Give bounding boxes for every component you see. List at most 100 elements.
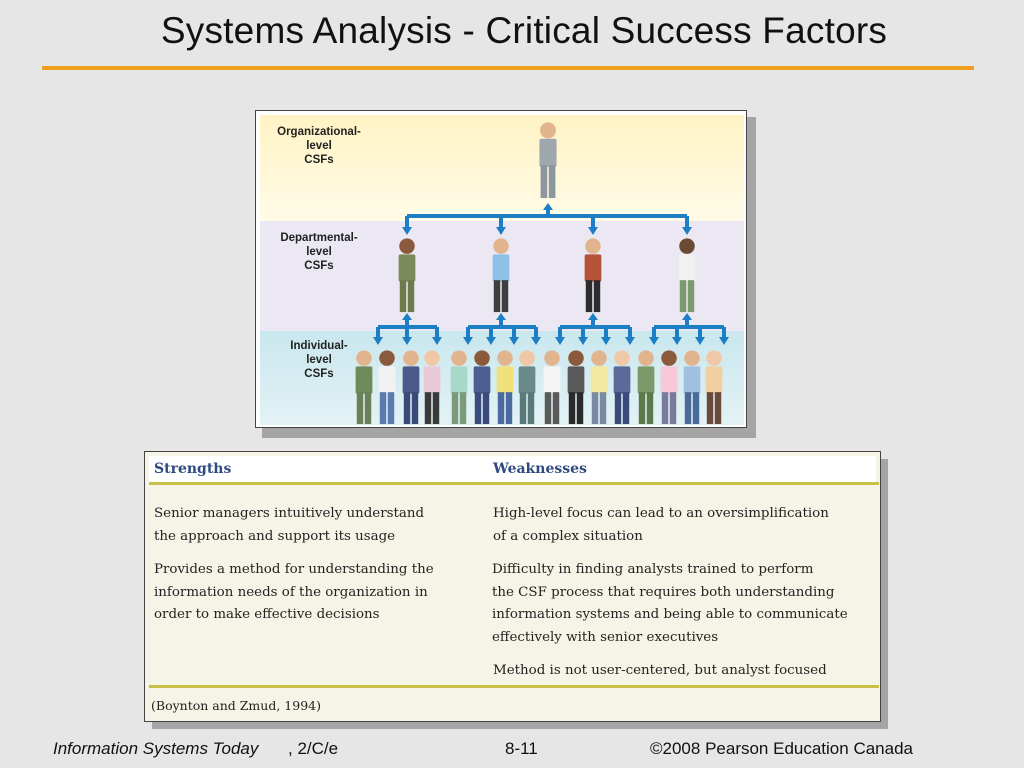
person-leg-right <box>482 392 490 425</box>
person-head <box>591 350 607 366</box>
weaknesses-header: Weaknesses <box>493 461 587 477</box>
person-head <box>638 350 654 366</box>
individual-figure <box>423 350 441 425</box>
individual-figure <box>613 350 631 425</box>
person-torso <box>567 366 585 394</box>
person-torso <box>584 254 602 282</box>
person-torso <box>518 366 536 394</box>
person-head <box>399 238 415 254</box>
person-head <box>379 350 395 366</box>
department-head-figure <box>584 238 602 313</box>
person-leg-right <box>364 392 372 425</box>
tree-connectors <box>373 203 729 345</box>
person-torso <box>423 366 441 394</box>
weakness-item-2: Difficulty in finding analysts trained t… <box>492 562 848 645</box>
person-torso <box>473 366 491 394</box>
arrow-down-icon <box>432 337 442 345</box>
arrow-up-icon <box>496 313 506 320</box>
arrow-up-icon <box>543 203 553 210</box>
executive-figure <box>539 122 557 199</box>
arrow-up-icon <box>682 313 692 320</box>
individual-figure <box>378 350 396 425</box>
people-figures <box>355 122 723 425</box>
person-leg-left <box>497 392 505 425</box>
weakness-item-1: High-level focus can lead to an oversimp… <box>493 506 829 544</box>
department-head-figure <box>678 238 696 313</box>
strength-item-1: Senior managers intuitively understand t… <box>154 506 425 544</box>
person-leg-right <box>501 280 509 313</box>
person-leg-left <box>706 392 714 425</box>
arrow-down-icon <box>649 337 659 345</box>
person-torso <box>660 366 678 394</box>
footer-book-title: Information Systems Today <box>53 739 259 758</box>
person-leg-left <box>474 392 482 425</box>
person-head <box>568 350 584 366</box>
person-leg-left <box>679 280 687 313</box>
arrow-down-icon <box>672 337 682 345</box>
person-leg-right <box>714 392 722 425</box>
individual-figure <box>683 350 701 425</box>
individual-figure <box>355 350 373 425</box>
weakness-item-3: Method is not user-centered, but analyst… <box>493 663 827 678</box>
strengths-weaknesses-table: Strengths Weaknesses Senior managers int… <box>144 451 881 722</box>
person-leg-right <box>692 392 700 425</box>
person-leg-right <box>527 392 535 425</box>
arrow-down-icon <box>402 337 412 345</box>
individual-figure <box>567 350 585 425</box>
individual-figure <box>473 350 491 425</box>
person-torso <box>378 366 396 394</box>
person-leg-left <box>493 280 501 313</box>
person-leg-left <box>519 392 527 425</box>
person-leg-right <box>459 392 467 425</box>
header-rule <box>149 482 879 485</box>
footer-edition: , 2/C/e <box>288 739 339 758</box>
organizational-level-band <box>260 115 744 221</box>
arrow-down-icon <box>486 337 496 345</box>
arrow-down-icon <box>588 227 598 235</box>
person-torso <box>496 366 514 394</box>
person-leg-left <box>638 392 646 425</box>
title-underline <box>42 66 974 70</box>
individual-figure <box>450 350 468 425</box>
person-leg-left <box>356 392 364 425</box>
person-leg-left <box>614 392 622 425</box>
person-head <box>544 350 560 366</box>
person-torso <box>613 366 631 394</box>
organizational-level-label: Organizational- level CSFs <box>277 126 361 166</box>
individual-figure <box>402 350 420 425</box>
person-head <box>540 122 556 139</box>
person-leg-right <box>576 392 584 425</box>
arrow-down-icon <box>625 337 635 345</box>
person-leg-right <box>646 392 654 425</box>
person-leg-left <box>424 392 432 425</box>
person-torso <box>683 366 701 394</box>
person-head <box>493 238 509 254</box>
person-leg-left <box>379 392 387 425</box>
person-leg-right <box>599 392 607 425</box>
arrow-down-icon <box>578 337 588 345</box>
strength-item-2: Provides a method for understanding the … <box>154 562 434 622</box>
csf-hierarchy-figure: Organizational- level CSFs Departmental-… <box>255 110 747 428</box>
person-head <box>519 350 535 366</box>
arrow-down-icon <box>509 337 519 345</box>
department-head-figure <box>398 238 416 313</box>
arrow-down-icon <box>463 337 473 345</box>
person-leg-right <box>505 392 513 425</box>
person-leg-left <box>661 392 669 425</box>
person-head <box>614 350 630 366</box>
person-leg-left <box>540 165 548 199</box>
arrow-down-icon <box>682 227 692 235</box>
department-head-figure <box>492 238 510 313</box>
arrow-up-icon <box>402 313 412 320</box>
person-head <box>451 350 467 366</box>
person-leg-right <box>687 280 695 313</box>
hierarchy-tree <box>355 122 729 425</box>
arrow-down-icon <box>496 227 506 235</box>
individual-figure <box>543 350 561 425</box>
person-leg-left <box>544 392 552 425</box>
strengths-header: Strengths <box>154 461 232 477</box>
arrow-down-icon <box>373 337 383 345</box>
individual-figure <box>590 350 608 425</box>
individual-figure <box>518 350 536 425</box>
person-torso <box>492 254 510 282</box>
